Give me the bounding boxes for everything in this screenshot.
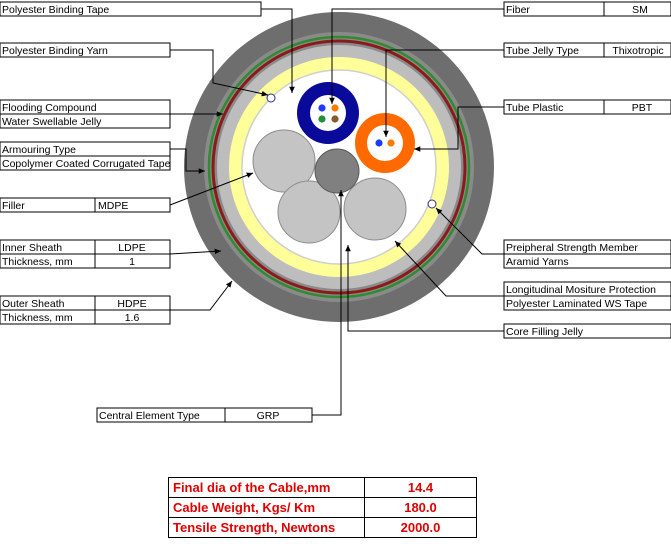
svg-text:SM: SM [632,4,648,16]
fiber-blue [318,104,326,112]
svg-text:Aramid Yarns: Aramid Yarns [506,256,569,268]
svg-text:HDPE: HDPE [117,298,146,310]
label-tube-plastic: Tube Plastic PBT [503,99,671,115]
armour-red-ring [211,39,467,295]
svg-text:Thickness, mm: Thickness, mm [2,256,73,268]
loose-tube-orange-inner [367,125,403,161]
leader-armouring [170,148,205,174]
label-inner-sheath: Inner Sheath LDPE Thickness, mm 1 [0,239,171,269]
svg-text:Preipheral Strength Member: Preipheral Strength Member [506,242,638,254]
svg-text:Longitudinal Mositure Protecti: Longitudinal Mositure Protection [506,284,656,296]
svg-text:Copolymer Coated Corrugated Ta: Copolymer Coated Corrugated Tape [2,158,171,170]
label-outer-sheath: Outer Sheath HDPE Thickness, mm 1.6 [0,295,171,325]
svg-text:Filler: Filler [2,200,25,212]
svg-text:Fiber: Fiber [506,4,530,16]
spec-value: 14.4 [364,477,477,498]
loose-tube-blue-inner [310,95,346,131]
svg-text:Core Filling Jelly: Core Filling Jelly [506,326,584,338]
leader-tube-jelly [383,49,504,137]
leader-filler [169,172,254,206]
leader-lines [169,8,504,416]
label-flooding-compound: Flooding Compound Water Swellable Jelly [0,99,171,129]
spec-row: Final dia of the Cable,mm 14.4 [168,477,477,498]
spec-row: Tensile Strength, Newtons 2000.0 [168,517,477,538]
svg-text:Water Swellable Jelly: Water Swellable Jelly [2,116,102,128]
label-core-filling-jelly: Core Filling Jelly [503,323,671,339]
leader-outer-sheath [170,280,233,311]
central-element [314,148,360,194]
spec-label: Cable Weight, Kgs/ Km [168,497,365,518]
strength-member-top [266,93,276,103]
label-peripheral-strength-member: Preipheral Strength Member Aramid Yarns [503,239,671,269]
svg-text:MDPE: MDPE [98,200,128,212]
filler-left [252,129,316,193]
svg-text:LDPE: LDPE [118,242,145,254]
leader-binding-tape [261,8,295,93]
svg-text:Thickness, mm: Thickness, mm [2,312,73,324]
fiber-brown [331,115,339,123]
label-filler: Filler MDPE [0,197,171,213]
svg-text:Inner Sheath: Inner Sheath [2,242,62,254]
fiber-blue-2 [375,139,383,147]
spec-label: Final dia of the Cable,mm [168,477,365,498]
cable-cross-section [184,12,494,322]
leader-fiber [329,8,504,104]
spec-value: 180.0 [364,497,477,518]
svg-text:Polyester Binding Tape: Polyester Binding Tape [2,4,109,16]
strength-member-right [427,199,437,209]
svg-text:Armouring Type: Armouring Type [2,144,76,156]
fiber-orange-2 [387,139,395,147]
svg-text:Polyester Laminated WS Tape: Polyester Laminated WS Tape [506,298,647,310]
label-armouring: Armouring Type Copolymer Coated Corrugat… [0,141,171,171]
svg-text:1.6: 1.6 [125,312,140,324]
spec-row: Cable Weight, Kgs/ Km 180.0 [168,497,477,518]
leader-binding-yarn [170,49,269,97]
leader-core-filling [345,245,504,332]
svg-text:Central Element Type: Central Element Type [99,410,200,422]
leader-strength-member [435,207,504,255]
spec-label: Tensile Strength, Newtons [168,517,365,538]
label-fiber: Fiber SM [503,1,671,17]
label-central-element: Central Element Type GRP [96,407,313,423]
leader-central-element [312,190,344,416]
spec-value: 2000.0 [364,517,477,538]
svg-text:Thixotropic: Thixotropic [612,45,663,57]
label-longitudinal-protection: Longitudinal Mositure Protection Polyest… [503,281,671,311]
svg-text:Flooding Compound: Flooding Compound [2,102,97,114]
svg-text:Polyester Binding Yarn: Polyester Binding Yarn [2,45,108,57]
filler-bottom-right [343,177,407,241]
leader-tube-plastic [414,106,504,152]
leader-inner-sheath [169,248,222,255]
label-polyester-binding-yarn: Polyester Binding Yarn [0,42,171,58]
svg-text:GRP: GRP [257,410,280,422]
leader-longitudinal [394,240,504,297]
svg-text:1: 1 [129,256,135,268]
cable-spec-table: Final dia of the Cable,mm 14.4 Cable Wei… [168,477,477,538]
svg-text:PBT: PBT [632,102,653,114]
svg-text:Tube Jelly Type: Tube Jelly Type [506,45,579,57]
svg-text:Tube Plastic: Tube Plastic [506,102,563,114]
label-tube-jelly-type: Tube Jelly Type Thixotropic [503,42,671,58]
label-polyester-binding-tape: Polyester Binding Tape [0,1,262,17]
fiber-orange [331,104,339,112]
armour-green-line [207,35,471,299]
svg-text:Outer Sheath: Outer Sheath [2,298,65,310]
fiber-green [318,115,326,123]
filler-bottom-left [277,180,341,244]
